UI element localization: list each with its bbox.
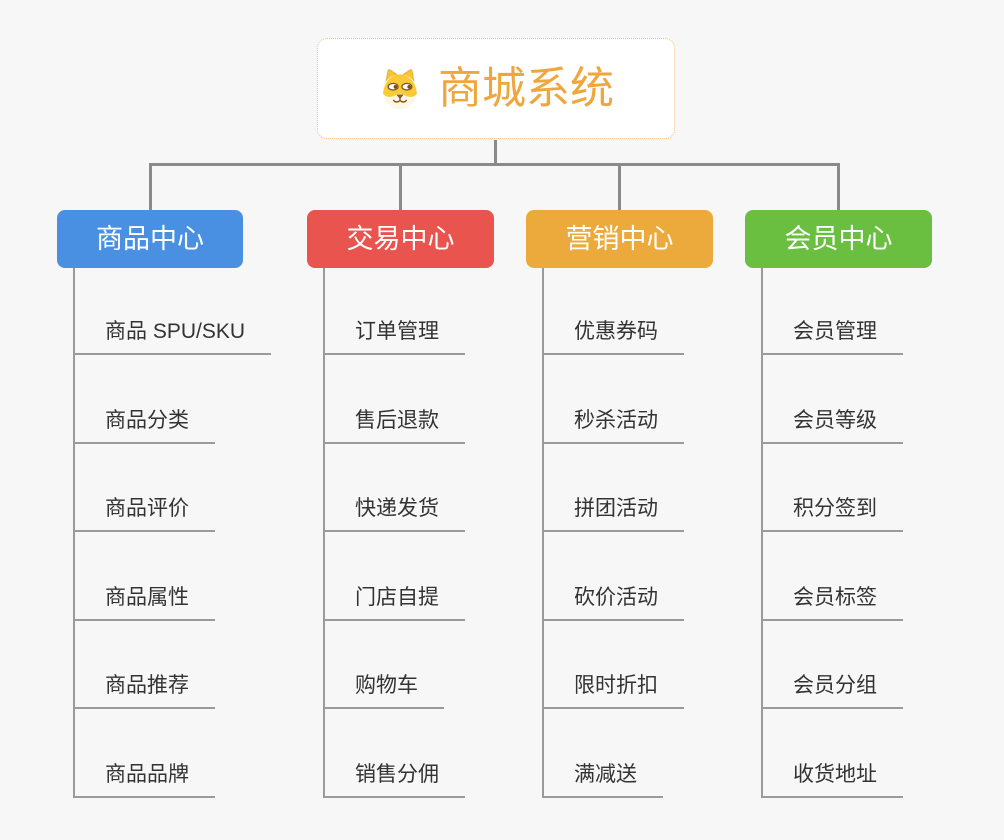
branch-header-2[interactable]: 营销中心 [526,210,713,268]
connector-drop [148,163,152,210]
leaf-item[interactable]: 商品品牌 [73,761,215,798]
leaf-item[interactable]: 商品评价 [73,495,215,532]
leaf-item[interactable]: 门店自提 [323,584,465,621]
connector-spine [73,268,75,797]
connector-drop [617,163,621,210]
dog-icon [382,68,418,109]
leaf-item[interactable]: 限时折扣 [542,672,684,709]
leaf-item[interactable]: 会员分组 [761,672,903,709]
connector-spine [542,268,544,797]
connector-spine [323,268,325,797]
branch-header-3[interactable]: 会员中心 [745,210,932,268]
leaf-item[interactable]: 商品推荐 [73,672,215,709]
leaf-item[interactable]: 秒杀活动 [542,407,684,444]
leaf-item[interactable]: 商品分类 [73,407,215,444]
leaf-item[interactable]: 拼团活动 [542,495,684,532]
leaf-item[interactable]: 商品 SPU/SKU [73,318,272,355]
branch-header-label: 交易中心 [346,223,455,254]
leaf-item[interactable]: 满减送 [542,761,663,798]
leaf-item[interactable]: 快递发货 [323,495,465,532]
leaf-item[interactable]: 订单管理 [323,318,465,355]
leaf-item[interactable]: 收货地址 [761,761,903,798]
connector-spine [761,268,763,797]
leaf-item[interactable]: 售后退款 [323,407,465,444]
leaf-item[interactable]: 会员等级 [761,407,903,444]
branch-header-1[interactable]: 交易中心 [307,210,494,268]
branch-header-label: 会员中心 [784,223,893,254]
leaf-item[interactable]: 商品属性 [73,584,215,621]
leaf-item[interactable]: 优惠券码 [542,318,684,355]
leaf-item[interactable]: 销售分佣 [323,761,465,798]
connector-drop [398,163,402,210]
leaf-item[interactable]: 积分签到 [761,495,903,532]
branch-header-0[interactable]: 商品中心 [57,210,243,268]
leaf-item[interactable]: 会员标签 [761,584,903,621]
connector-rail [148,163,840,166]
leaf-item[interactable]: 会员管理 [761,318,903,355]
root-node[interactable]: 商城系统 [317,38,675,139]
connector-root-stem [493,140,497,163]
branch-header-label: 商品中心 [96,223,204,254]
leaf-item[interactable]: 购物车 [323,672,444,709]
root-title: 商城系统 [438,63,614,113]
branch-header-label: 营销中心 [565,223,674,254]
leaf-item[interactable]: 砍价活动 [542,584,684,621]
connector-drop [836,163,840,210]
